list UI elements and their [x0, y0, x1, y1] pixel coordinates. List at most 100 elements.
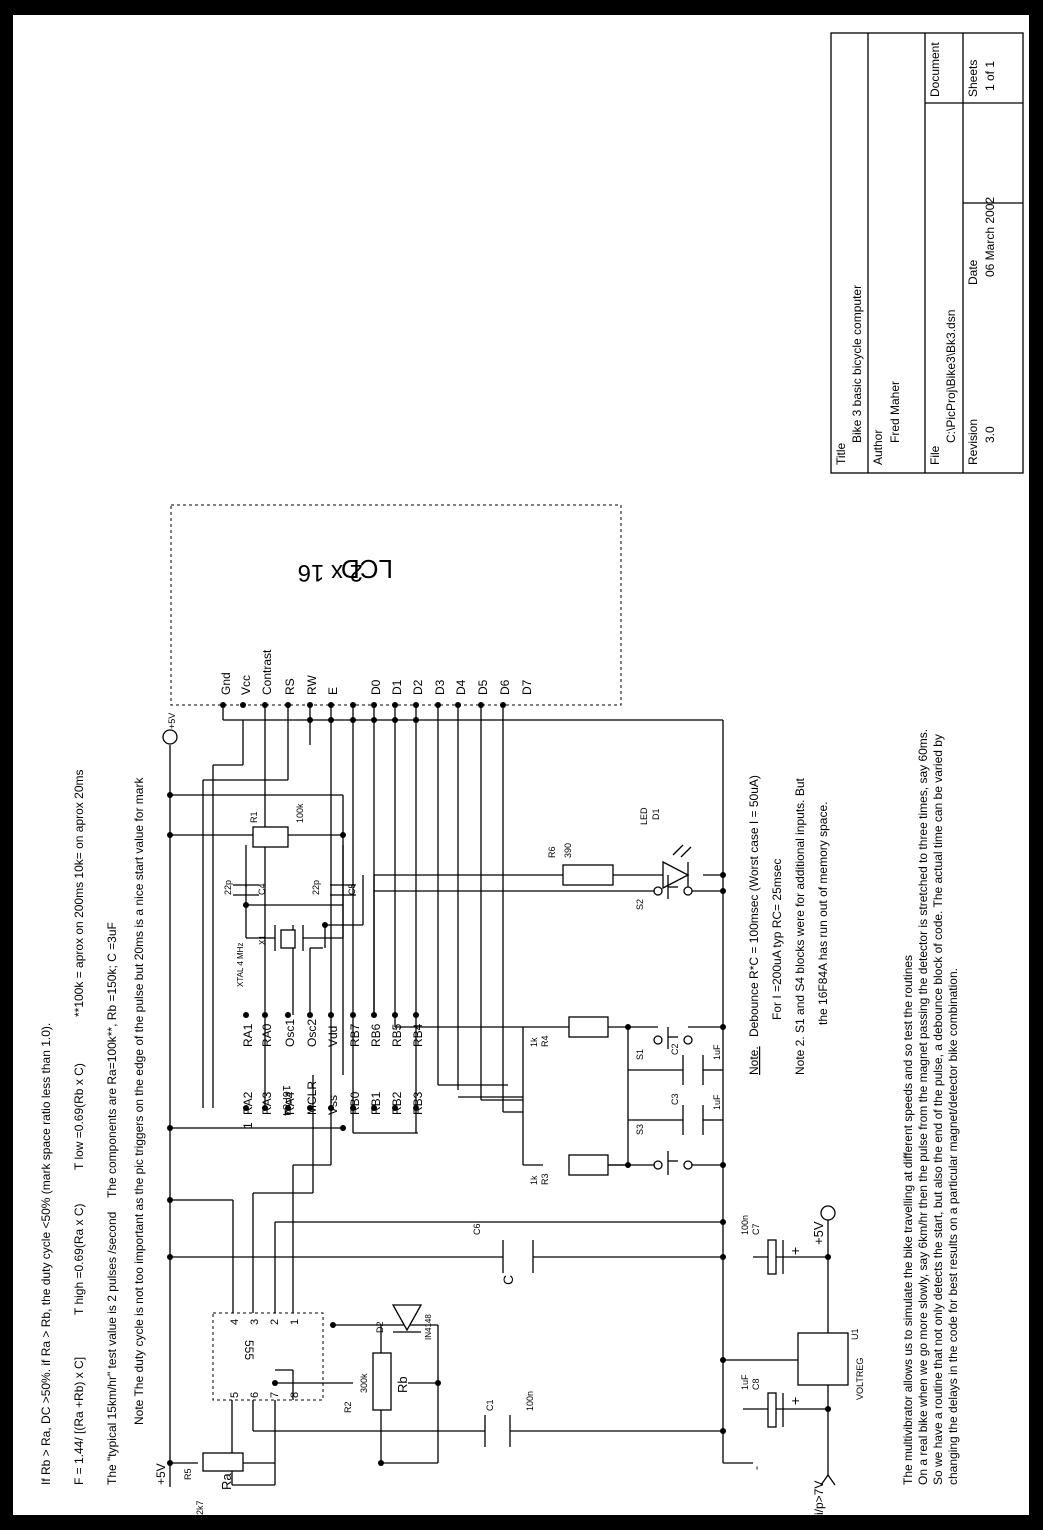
svg-text:Vcc: Vcc [239, 675, 253, 695]
svg-text:D1: D1 [390, 679, 404, 695]
note-typical-test: The "typical 15km/hr" test value is 2 pu… [105, 1212, 119, 1485]
date-label: Date [966, 259, 980, 285]
sheets-value: 1 of 1 [983, 61, 997, 91]
svg-text:1k: 1k [529, 1175, 539, 1185]
svg-text:100n: 100n [740, 1215, 750, 1235]
svg-text:D3: D3 [433, 679, 447, 695]
author-value: Fred Maher [888, 381, 902, 443]
svg-text:8: 8 [289, 1392, 301, 1398]
note-duty-ratio: If Rb > Ra, DC >50%. if Ra > Rb, the dut… [39, 1023, 53, 1485]
resistor-r3: 1k R3 [529, 1154, 609, 1185]
svg-text:1k: 1k [529, 1037, 539, 1047]
svg-text:R3: R3 [540, 1173, 550, 1185]
plus5v-small-label: +5V [167, 713, 177, 729]
svg-text:C3: C3 [670, 1093, 680, 1105]
svg-text:XTAL 4 MHz: XTAL 4 MHz [236, 943, 245, 987]
note-2-line2: the 16F84A has run out of memory space. [816, 802, 830, 1025]
svg-text:390: 390 [563, 843, 573, 858]
plus5v-output-label: +5V [811, 1221, 826, 1245]
svg-text:1: 1 [289, 1319, 301, 1325]
svg-text:RA1: RA1 [241, 1023, 255, 1047]
diode-d2: D2 IN4148 [375, 1304, 433, 1340]
svg-text:2k7: 2k7 [195, 1500, 205, 1515]
svg-text:3: 3 [249, 1319, 261, 1325]
svg-text:Vss: Vss [326, 1095, 340, 1115]
capacitor-c7: 100n C7 + [740, 1215, 803, 1275]
svg-text:RA2: RA2 [241, 1091, 255, 1115]
svg-text:RB3: RB3 [411, 1091, 425, 1115]
svg-text:100k: 100k [295, 803, 305, 823]
pic-16f84: 16F84 1 RA2 RA3 RA4 MCLR Vss RB0 RB1 RB2… [241, 1019, 425, 1129]
svg-text:6: 6 [249, 1392, 261, 1398]
svg-text:D2: D2 [411, 679, 425, 695]
svg-text:C1: C1 [485, 1399, 495, 1411]
debounce-notes: Note. Debounce R*C = 100msec (Worst case… [747, 775, 830, 1075]
note-debounce: Debounce R*C = 100msec (Worst case I = 5… [747, 775, 761, 1037]
note-t-low-extra: **100k = aprox on 200ms 10k= on aprox 20… [72, 770, 86, 1018]
svg-text:C7: C7 [751, 1223, 761, 1235]
svg-text:U1: U1 [850, 1328, 860, 1340]
note-t-high: T high =0.69(Ra x C) [72, 1203, 86, 1315]
svg-text:D0: D0 [369, 679, 383, 695]
svg-text:VOLTREG: VOLTREG [855, 1358, 865, 1400]
resistor-r2: R2 300k Rb [343, 1352, 410, 1413]
svg-text:C: C [500, 1275, 516, 1285]
svg-text:Osc1: Osc1 [283, 1019, 297, 1047]
capacitor-c8: 1uF C8 + - [740, 1374, 803, 1470]
svg-text:4: 4 [229, 1319, 241, 1325]
svg-text:5: 5 [229, 1392, 241, 1398]
author-label: Author [871, 430, 885, 465]
ic-555: 555 4 3 2 1 5 6 7 8 [212, 1312, 324, 1401]
switch-s2: S2 [635, 875, 693, 910]
crystal-x1: XTAL 4 MHz X1 [236, 925, 304, 987]
svg-text:+: + [787, 1247, 803, 1255]
title-label: Title [834, 442, 848, 465]
top-notes: If Rb > Ra, DC >50%. if Ra > Rb, the dut… [39, 770, 146, 1486]
svg-text:RA4: RA4 [283, 1091, 297, 1115]
svg-text:1: 1 [241, 1122, 255, 1129]
resistor-r1: R1 100k [249, 803, 305, 848]
svg-text:C2: C2 [670, 1043, 680, 1055]
led-d1: LED D1 [639, 807, 692, 890]
svg-text:C8: C8 [751, 1378, 761, 1390]
svg-text:RW: RW [305, 675, 319, 695]
document-label: Document [928, 42, 942, 97]
svg-text:D7: D7 [520, 679, 534, 695]
svg-text:Vdd: Vdd [326, 1026, 340, 1047]
note-frequency-formula: F = 1.44/ [(Ra +Rb) x C] [72, 1357, 86, 1485]
svg-text:Rb: Rb [395, 1376, 410, 1393]
svg-text:RB4: RB4 [411, 1023, 425, 1047]
svg-text:Osc2: Osc2 [305, 1019, 319, 1047]
switch-s3: S3 [635, 1124, 693, 1175]
sheets-label: Sheets [966, 60, 980, 97]
svg-text:C5: C5 [347, 883, 357, 895]
svg-text:D2: D2 [375, 1321, 385, 1333]
note-2-line1: Note 2. S1 and S4 blocks were for additi… [793, 777, 807, 1075]
capacitor-c2: C2 1uF [670, 1043, 722, 1085]
note-delays: changing the delays in the code for best… [946, 968, 960, 1485]
revision-value: 3.0 [983, 426, 997, 443]
svg-text:RB1: RB1 [369, 1091, 383, 1115]
svg-text:22p: 22p [311, 880, 321, 895]
note-multivibrator: The multivibrator allows us to simulate … [901, 955, 915, 1485]
svg-text:RB7: RB7 [348, 1023, 362, 1047]
capacitor-c4: 22p C4 [223, 880, 267, 896]
svg-text:1uF: 1uF [712, 1094, 722, 1110]
capacitor-c1: C1 100n [484, 1391, 535, 1447]
switch-s1: S1 [635, 1027, 693, 1060]
file-value: C:\PicProj\Bike3\Bk3.dsn [944, 310, 958, 443]
capacitor-c5: 22p C5 [311, 880, 357, 896]
svg-text:RA0: RA0 [260, 1023, 274, 1047]
svg-text:R5: R5 [183, 1468, 193, 1480]
title-block: Title Bike 3 basic bicycle computer Auth… [830, 32, 1024, 474]
svg-text:Ra: Ra [219, 1473, 234, 1490]
svg-text:R6: R6 [547, 846, 557, 858]
svg-text:MCLR: MCLR [305, 1081, 319, 1115]
note-for-i: For I =200uA typ RC= 25msec [770, 859, 784, 1020]
svg-text:2: 2 [269, 1319, 281, 1325]
svg-text:R4: R4 [540, 1035, 550, 1047]
svg-text:300k: 300k [359, 1373, 369, 1393]
svg-text:100n: 100n [525, 1391, 535, 1411]
schematic-diagram: If Rb > Ra, DC >50%. if Ra > Rb, the dut… [39, 32, 1024, 1515]
svg-text:RB2: RB2 [390, 1091, 404, 1115]
